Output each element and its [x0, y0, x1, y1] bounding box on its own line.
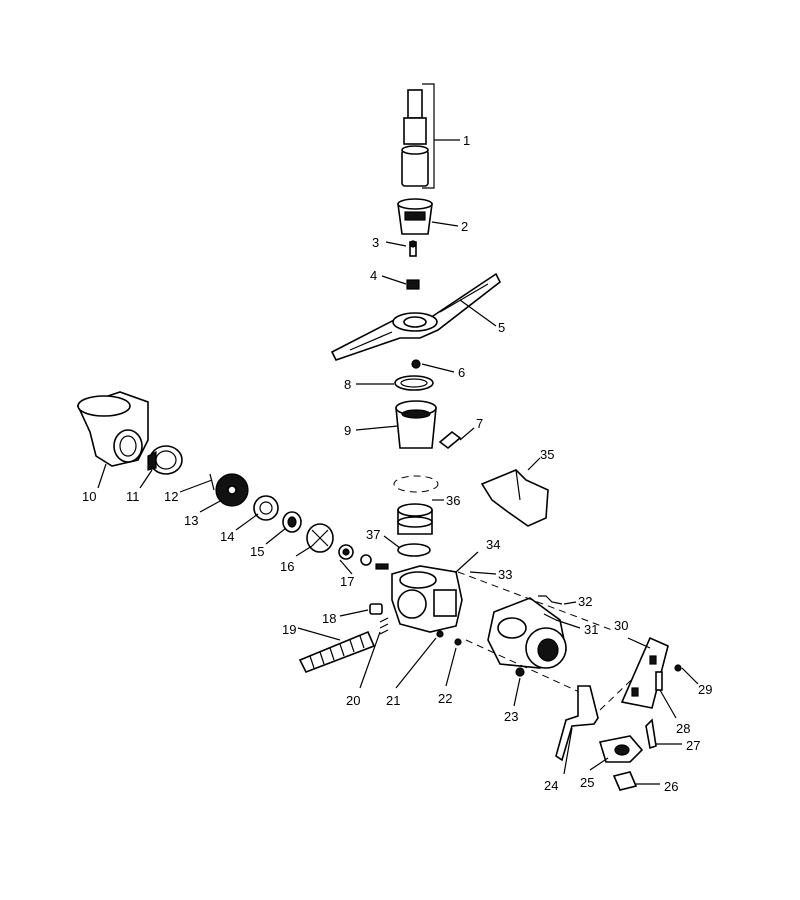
part-34-pump-body: [391, 565, 463, 633]
part-3-screw: [409, 240, 417, 257]
dashed-seal-outline: [393, 475, 439, 493]
callout-11: 11: [126, 489, 140, 504]
callout-29: 29: [698, 682, 712, 697]
part-2-bearing: [397, 198, 433, 235]
callout-16: 16: [280, 559, 294, 574]
callout-36: 36: [446, 493, 460, 508]
callout-34: 34: [486, 537, 500, 552]
part-35-bracket: [480, 469, 549, 527]
callout-24: 24: [544, 778, 558, 793]
callout-13: 13: [184, 513, 198, 528]
part-19-auger: [298, 630, 376, 674]
part-24-bracket: [555, 685, 599, 762]
part-28-pin: [655, 671, 663, 691]
part-29-screw: [674, 664, 682, 672]
part-12-pin: [209, 473, 215, 491]
part-27-pin: [645, 718, 657, 750]
part-31-clip: [543, 613, 557, 621]
part-8-ring: [394, 375, 434, 391]
callout-23: 23: [504, 709, 518, 724]
callout-2: 2: [461, 219, 468, 234]
part-26-nut: [612, 771, 638, 791]
callout-25: 25: [580, 775, 594, 790]
part-36-seal: [397, 503, 433, 535]
callout-26: 26: [664, 779, 678, 794]
part-23-screw: [515, 667, 525, 677]
part-7-clip: [438, 430, 462, 450]
callout-37: 37: [366, 527, 380, 542]
part-21-washer: [436, 630, 444, 638]
part-10-sump: [76, 391, 149, 467]
callout-18: 18: [322, 611, 336, 626]
callout-19: 19: [282, 622, 296, 637]
part-37-ring: [397, 543, 431, 557]
leader-lines: [97, 139, 699, 785]
callout-20: 20: [346, 693, 360, 708]
callout-33: 33: [498, 567, 512, 582]
part-32-wire: [538, 595, 563, 605]
callout-32: 32: [578, 594, 592, 609]
part-6-ball: [411, 359, 421, 369]
callout-31: 31: [584, 622, 598, 637]
part-20-spring: [379, 617, 389, 635]
callout-1: 1: [463, 133, 470, 148]
part-13-filter: [215, 473, 249, 507]
callout-22: 22: [438, 691, 452, 706]
part-14-gasket: [253, 495, 279, 521]
callout-21: 21: [386, 693, 400, 708]
part-16-impeller: [306, 523, 334, 553]
callout-30: 30: [614, 618, 628, 633]
callout-6: 6: [458, 365, 465, 380]
part-15-washer: [282, 511, 302, 533]
callout-4: 4: [370, 268, 377, 283]
callout-7: 7: [476, 416, 483, 431]
callout-15: 15: [250, 544, 264, 559]
callout-9: 9: [344, 423, 351, 438]
part-1-spray-tube: [401, 83, 435, 189]
part-25-clamp: [598, 735, 644, 763]
part-22-washer: [454, 638, 462, 646]
part-17-screws: [338, 544, 389, 570]
part-4-nut: [406, 279, 420, 290]
callout-10: 10: [82, 489, 96, 504]
callout-27: 27: [686, 738, 700, 753]
part-11-collar: [147, 445, 183, 475]
callout-3: 3: [372, 235, 379, 250]
callout-17: 17: [340, 574, 354, 589]
callout-14: 14: [220, 529, 234, 544]
callout-labels: 1 2 3 4 5 6 7 8 9 10 11 12 13 14 15 16 1…: [82, 133, 712, 794]
callout-12: 12: [164, 489, 178, 504]
callout-5: 5: [498, 320, 505, 335]
callout-8: 8: [344, 377, 351, 392]
callout-35: 35: [540, 447, 554, 462]
part-9-housing: [395, 400, 437, 449]
part-18-plug: [369, 603, 383, 615]
callout-28: 28: [676, 721, 690, 736]
